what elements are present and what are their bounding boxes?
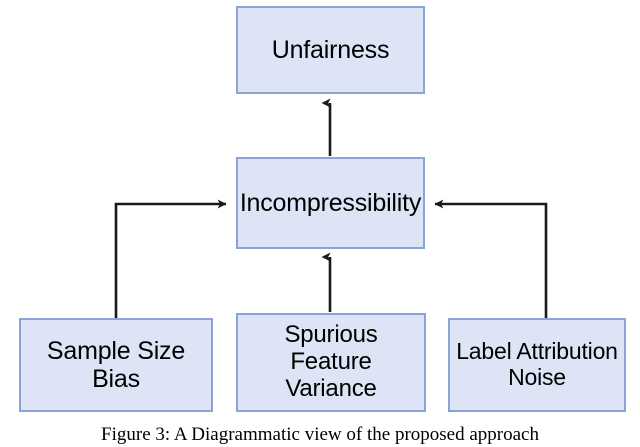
node-label-attribution-noise-label: Label Attribution Noise — [456, 338, 618, 390]
node-incompressibility[interactable]: Incompressibility — [236, 157, 425, 249]
edge-sample-size-bias-to-incompressibility — [114, 199, 227, 318]
figure-caption: Figure 3: A Diagrammatic view of the pro… — [101, 424, 539, 445]
edge-label-attribution-noise-to-incompressibility — [434, 199, 548, 318]
node-label-attribution-noise[interactable]: Label Attribution Noise — [448, 318, 626, 412]
node-unfairness-label: Unfairness — [271, 36, 390, 64]
node-sample-size-bias-label: Sample Size Bias — [46, 337, 186, 393]
node-spurious-feature-variance[interactable]: Spurious Feature Variance — [236, 313, 426, 412]
diagram-edges-layer — [114, 98, 548, 318]
node-sample-size-bias[interactable]: Sample Size Bias — [19, 318, 213, 412]
node-spurious-feature-variance-label: Spurious Feature Variance — [284, 321, 378, 402]
node-incompressibility-label: Incompressibility — [239, 189, 422, 217]
node-unfairness[interactable]: Unfairness — [236, 6, 425, 94]
